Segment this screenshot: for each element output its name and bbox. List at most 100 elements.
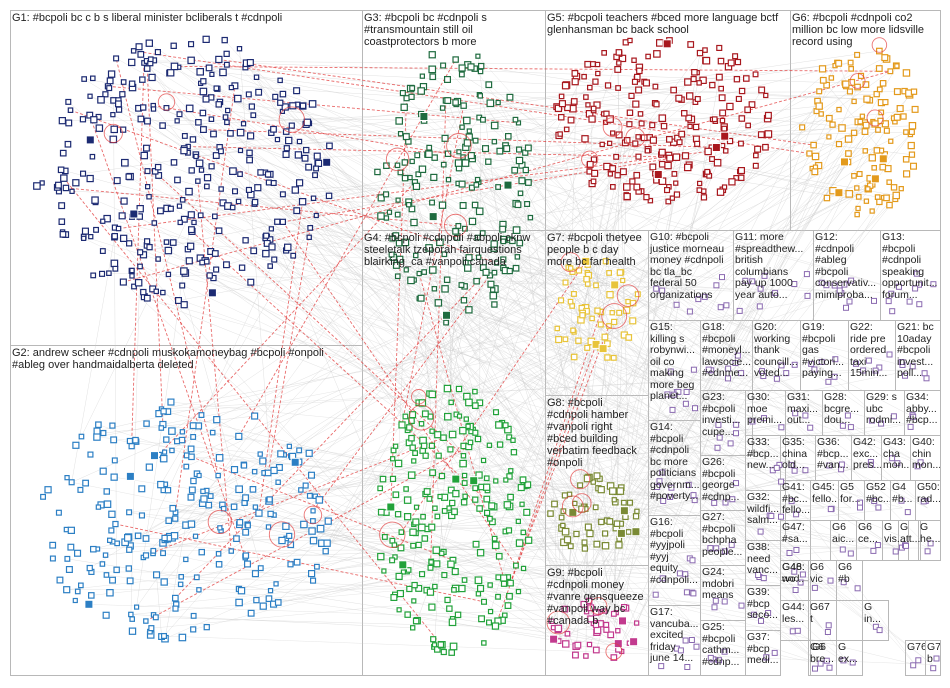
g8-node [593, 540, 601, 548]
g6-self-loop [871, 37, 888, 53]
g2-node [247, 609, 255, 617]
g35-node [802, 467, 809, 474]
g1-self-loop [278, 106, 305, 133]
g4-node [411, 458, 417, 464]
edge [184, 218, 870, 549]
g2-node [236, 518, 244, 526]
edge [477, 179, 629, 302]
g8-node [615, 541, 623, 549]
g6-node [857, 118, 864, 125]
g48-nodes [791, 568, 806, 578]
g4-node [381, 568, 387, 574]
g2-node [310, 518, 316, 524]
g4-node [417, 523, 426, 532]
g6-node [875, 65, 883, 72]
g4-node [377, 485, 383, 492]
g1-node [232, 188, 239, 195]
g9-node [610, 610, 617, 617]
g4-node [420, 513, 426, 520]
edge-highlight [174, 65, 891, 72]
g32-node [757, 528, 764, 535]
g1-node [143, 65, 151, 72]
g40-node [917, 459, 924, 466]
edge [128, 243, 850, 589]
g5-node [726, 137, 734, 145]
edge [582, 168, 612, 316]
g4-node [515, 518, 521, 524]
g4-node [411, 581, 418, 589]
g6-node [823, 194, 831, 202]
edge [475, 140, 885, 422]
g3-node [468, 217, 477, 226]
gx5-node [927, 540, 934, 547]
edge [273, 125, 867, 605]
g27-nodes [707, 541, 735, 555]
g21-box [895, 320, 941, 391]
g3-node [377, 194, 385, 202]
g5-node [613, 153, 620, 160]
g1-node [197, 212, 204, 219]
g5-node [635, 153, 642, 160]
edge [467, 64, 698, 100]
g6-node [818, 111, 824, 117]
g4-node [512, 562, 519, 569]
edge [89, 86, 858, 569]
g34-node [910, 413, 917, 420]
g4-node [496, 441, 504, 448]
g1-node [163, 239, 170, 245]
g9-node [548, 618, 555, 624]
g31-node [802, 412, 809, 419]
g4-node [432, 583, 438, 590]
edge [153, 547, 930, 552]
g2-node [302, 482, 309, 489]
edge [586, 275, 589, 612]
g76-node [915, 657, 922, 664]
g24-nodes [711, 597, 745, 611]
g1-node [185, 257, 193, 265]
g20-node [778, 362, 785, 369]
g3-node [414, 152, 421, 159]
edge [153, 105, 399, 201]
g2-node [160, 578, 168, 586]
gx11-box [862, 600, 889, 641]
g9-node [580, 600, 588, 608]
edge [129, 512, 823, 665]
g2-node [108, 510, 116, 519]
g4-node [493, 478, 499, 484]
g1-node [99, 248, 106, 254]
g5-node [606, 140, 613, 147]
g1-node [180, 146, 188, 155]
g3-node [458, 71, 465, 78]
g2-node [308, 569, 316, 578]
g2-hub-node [125, 471, 135, 481]
edge [588, 162, 718, 478]
g7-self-loop [616, 284, 640, 307]
g3-node [473, 277, 480, 285]
g4-node [407, 471, 416, 480]
g2-node [110, 436, 118, 444]
g1-node [267, 263, 274, 269]
g3-node [443, 276, 451, 284]
g1-node [299, 102, 307, 109]
g1-node [293, 87, 301, 95]
g1-node [110, 125, 118, 134]
g8-node [558, 514, 565, 521]
g17-node [677, 647, 684, 654]
g3-node [524, 201, 531, 208]
g43-box [881, 435, 911, 481]
edge [315, 81, 688, 497]
g5-node [691, 68, 698, 76]
g5-node [592, 78, 599, 85]
edge [150, 59, 872, 370]
g1-node [237, 171, 243, 177]
g23-node [733, 430, 739, 437]
g2-node [235, 432, 243, 440]
g1-node [110, 259, 119, 268]
g2-node [310, 577, 317, 584]
g3-node [428, 65, 437, 74]
g18-node [725, 375, 731, 382]
g2-node [274, 599, 282, 606]
g22-node [886, 351, 893, 358]
g5-node [570, 98, 578, 105]
g6-node [875, 126, 881, 133]
